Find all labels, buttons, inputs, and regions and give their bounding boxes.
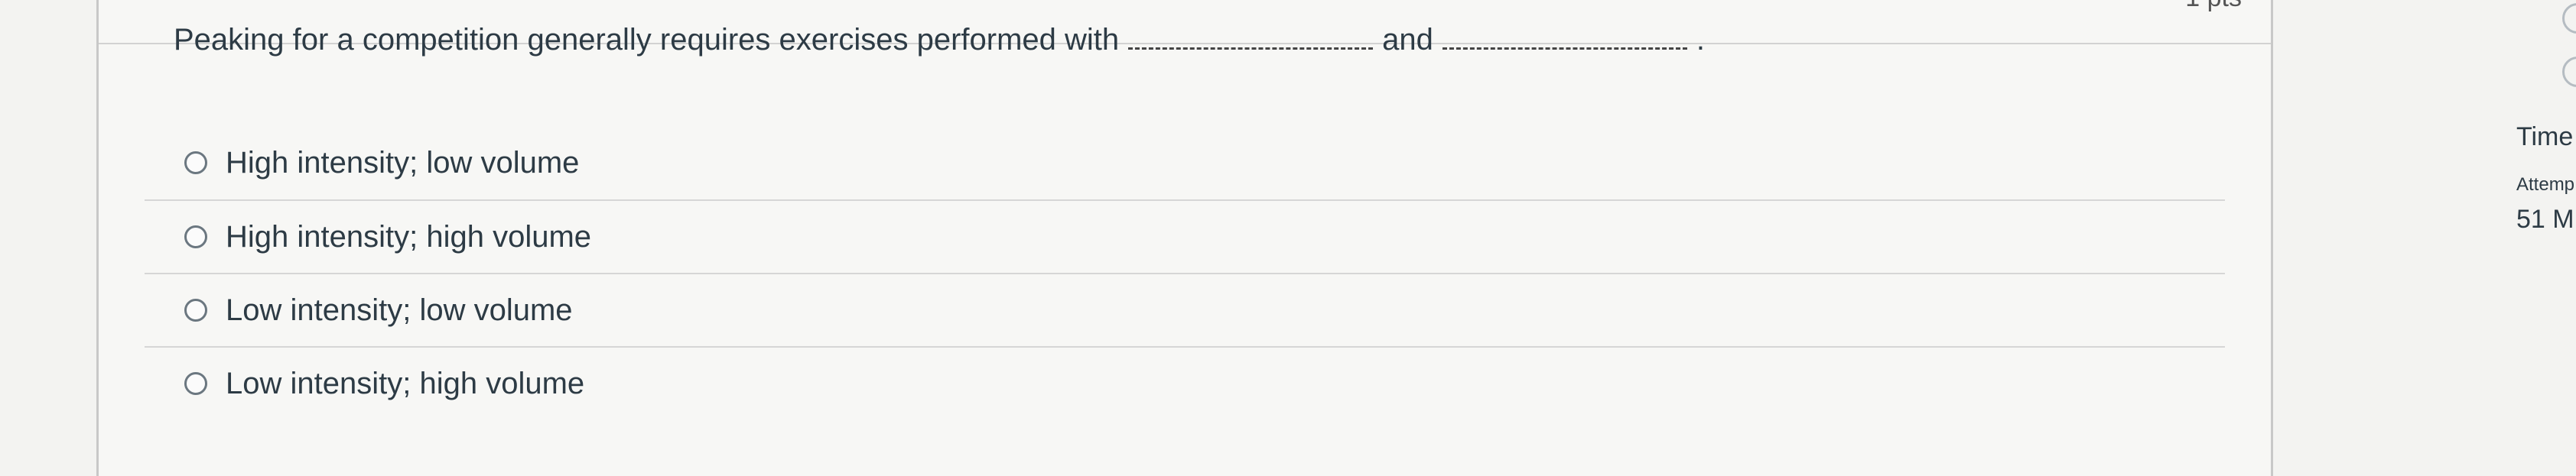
radio-button-4[interactable] xyxy=(184,372,207,395)
answer-label-3[interactable]: Low intensity; low volume xyxy=(226,293,573,327)
sidebar-circle-icon xyxy=(2562,3,2576,34)
answer-label-2[interactable]: High intensity; high volume xyxy=(226,219,592,254)
radio-button-1[interactable] xyxy=(184,151,207,174)
answer-list: High intensity; low volume High intensit… xyxy=(145,126,2225,419)
radio-button-3[interactable] xyxy=(184,299,207,322)
points-label: 1 pts xyxy=(2185,0,2242,13)
answer-option-2[interactable]: High intensity; high volume xyxy=(145,199,2225,273)
question-text: Peaking for a competition generally requ… xyxy=(174,23,1705,57)
radio-button-2[interactable] xyxy=(184,225,207,248)
header-divider xyxy=(99,43,2271,44)
blank-1 xyxy=(1128,47,1374,50)
time-remaining: 51 M xyxy=(2516,205,2574,234)
answer-option-1[interactable]: High intensity; low volume xyxy=(145,126,2225,199)
answer-label-4[interactable]: Low intensity; high volume xyxy=(226,366,585,400)
answer-label-1[interactable]: High intensity; low volume xyxy=(226,145,580,180)
question-connector: and xyxy=(1382,23,1433,57)
quiz-sidebar: Time Attemp 51 M xyxy=(2501,0,2576,476)
attempt-label: Attemp xyxy=(2516,174,2575,195)
answer-option-4[interactable]: Low intensity; high volume xyxy=(145,346,2225,419)
question-panel: 1 pts Peaking for a competition generall… xyxy=(96,0,2273,476)
time-label: Time xyxy=(2516,122,2574,151)
question-ending: . xyxy=(1696,23,1706,57)
question-stem: Peaking for a competition generally requ… xyxy=(174,23,1120,57)
blank-2 xyxy=(1442,47,1687,50)
answer-option-3[interactable]: Low intensity; low volume xyxy=(145,273,2225,346)
sidebar-circle-icon xyxy=(2562,57,2576,87)
